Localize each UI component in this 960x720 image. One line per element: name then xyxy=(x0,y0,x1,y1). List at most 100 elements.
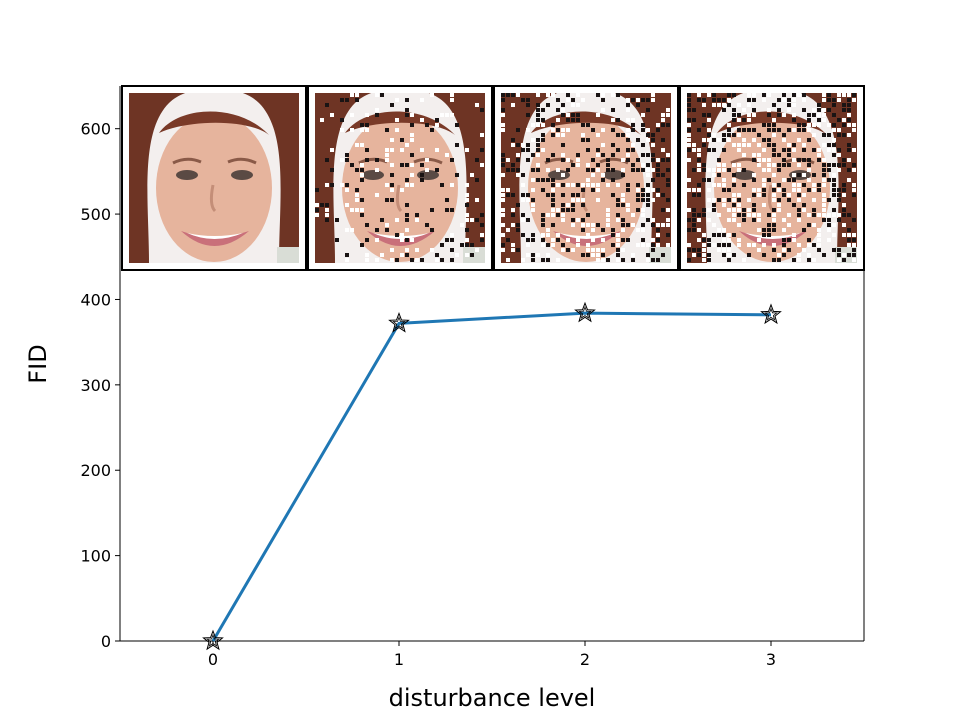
noise-speck xyxy=(616,133,620,137)
noise-speck xyxy=(762,233,766,237)
noise-speck xyxy=(521,198,525,202)
noise-speck xyxy=(772,193,776,197)
noise-speck xyxy=(455,123,459,127)
noise-speck xyxy=(687,118,691,122)
noise-speck xyxy=(757,158,761,162)
noise-speck xyxy=(385,183,389,187)
noise-speck xyxy=(641,128,645,132)
noise-speck xyxy=(440,113,444,117)
noise-speck xyxy=(737,203,741,207)
noise-speck xyxy=(400,238,404,242)
noise-speck xyxy=(360,128,364,132)
noise-speck xyxy=(586,178,590,182)
noise-speck xyxy=(591,223,595,227)
noise-speck xyxy=(365,223,369,227)
noise-speck xyxy=(521,193,525,197)
face-picture xyxy=(501,93,671,263)
noise-speck xyxy=(797,163,801,167)
noise-speck xyxy=(375,258,379,262)
noise-speck xyxy=(621,203,625,207)
noise-speck xyxy=(646,108,650,112)
fringe xyxy=(159,111,269,135)
noise-speck xyxy=(375,113,379,117)
noise-speck xyxy=(385,223,389,227)
noise-speck xyxy=(702,208,706,212)
noise-speck xyxy=(697,158,701,162)
noise-speck xyxy=(837,118,841,122)
noise-speck xyxy=(340,158,344,162)
noise-speck xyxy=(561,143,565,147)
noise-speck xyxy=(762,178,766,182)
noise-speck xyxy=(536,153,540,157)
noise-speck xyxy=(641,213,645,217)
noise-speck xyxy=(722,98,726,102)
noise-speck xyxy=(847,123,851,127)
noise-speck xyxy=(712,208,716,212)
noise-speck xyxy=(375,158,379,162)
noise-speck xyxy=(430,228,434,232)
noise-speck xyxy=(832,123,836,127)
noise-speck xyxy=(325,183,329,187)
noise-speck xyxy=(425,223,429,227)
noise-speck xyxy=(581,223,585,227)
noise-speck xyxy=(712,168,716,172)
noise-speck xyxy=(576,238,580,242)
noise-speck xyxy=(722,168,726,172)
noise-speck xyxy=(837,248,841,252)
noise-speck xyxy=(772,133,776,137)
noise-speck xyxy=(641,228,645,232)
noise-speck xyxy=(385,148,389,152)
noise-speck xyxy=(656,158,660,162)
noise-speck xyxy=(365,258,369,262)
noise-speck xyxy=(546,158,550,162)
noise-speck xyxy=(345,183,349,187)
noise-speck xyxy=(777,163,781,167)
noise-speck xyxy=(837,253,841,257)
noise-speck xyxy=(596,148,600,152)
noise-speck xyxy=(832,183,836,187)
noise-speck xyxy=(817,158,821,162)
noise-speck xyxy=(812,148,816,152)
noise-speck xyxy=(526,238,530,242)
noise-speck xyxy=(450,258,454,262)
left-brow xyxy=(730,157,760,165)
noise-speck xyxy=(501,158,505,162)
noise-speck xyxy=(651,188,655,192)
noise-speck xyxy=(802,123,806,127)
noise-speck xyxy=(772,173,776,177)
noise-speck xyxy=(611,93,615,97)
noise-speck xyxy=(390,248,394,252)
noise-speck xyxy=(501,113,505,117)
noise-speck xyxy=(405,98,409,102)
noise-speck xyxy=(722,238,726,242)
noise-speck xyxy=(782,158,786,162)
noise-speck xyxy=(742,218,746,222)
noise-speck xyxy=(817,243,821,247)
noise-speck xyxy=(465,203,469,207)
noise-speck xyxy=(802,108,806,112)
noise-speck xyxy=(661,253,665,257)
noise-speck xyxy=(807,118,811,122)
left-eye xyxy=(362,170,384,180)
noise-speck xyxy=(576,198,580,202)
noise-speck xyxy=(792,98,796,102)
noise-speck xyxy=(687,248,691,252)
noise-speck xyxy=(541,258,545,262)
noise-speck xyxy=(350,163,354,167)
noise-speck xyxy=(430,93,434,97)
noise-speck xyxy=(616,233,620,237)
noise-speck xyxy=(847,233,851,237)
noise-speck xyxy=(551,223,555,227)
noise-speck xyxy=(546,168,550,172)
face-disturbance-1 xyxy=(307,85,493,271)
noise-speck xyxy=(702,138,706,142)
noise-speck xyxy=(727,93,731,97)
noise-speck xyxy=(566,128,570,132)
data-point xyxy=(760,303,782,325)
noise-speck xyxy=(646,153,650,157)
noise-speck xyxy=(591,188,595,192)
fringe xyxy=(531,111,641,135)
noise-speck xyxy=(722,183,726,187)
noise-speck xyxy=(702,123,706,127)
noise-speck xyxy=(641,168,645,172)
